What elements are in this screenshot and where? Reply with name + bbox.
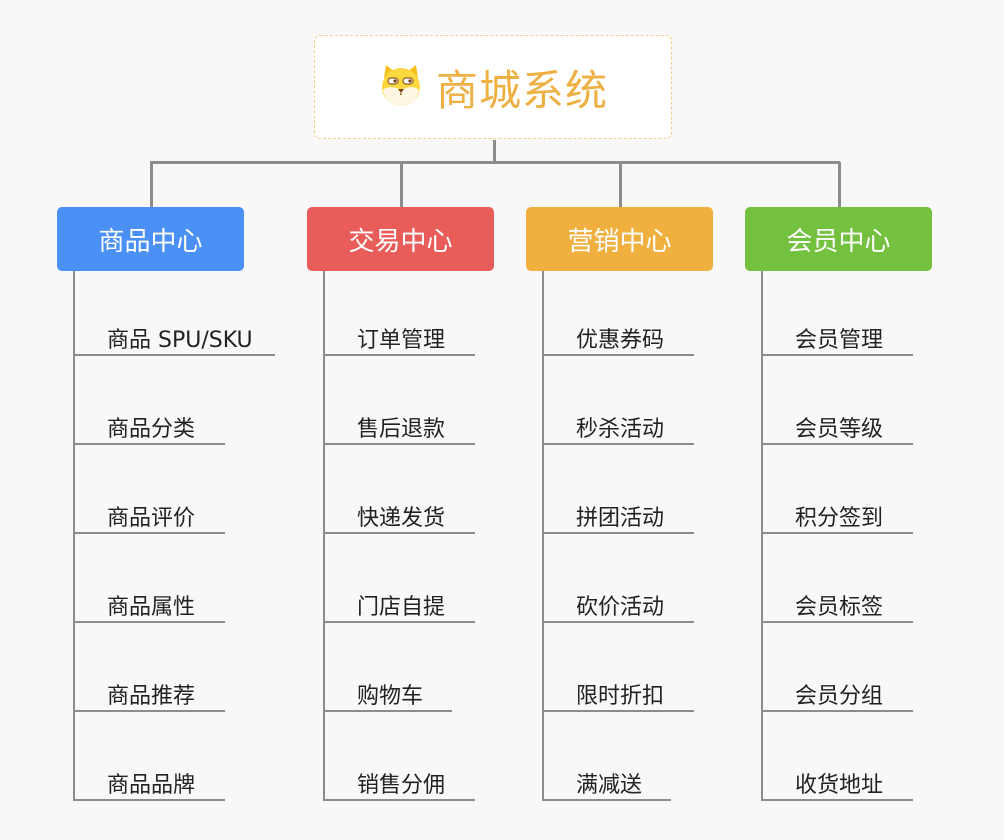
product-center-node: 商品中心 [57, 207, 244, 271]
product-center-item: 商品分类 [107, 417, 196, 442]
marketing-center-item: 砍价活动 [576, 595, 665, 620]
marketing-center-item: 拼团活动 [576, 506, 665, 531]
marketing-center-spine [542, 271, 544, 801]
marketing-center-drop-line [619, 162, 622, 207]
trade-center-node: 交易中心 [307, 207, 494, 271]
marketing-center-item: 秒杀活动 [576, 417, 665, 442]
marketing-center-item-underline [542, 532, 694, 534]
marketing-center-item-underline [542, 443, 694, 445]
trade-center-item: 订单管理 [357, 328, 446, 353]
product-center-item: 商品品牌 [107, 773, 196, 798]
member-center-item-underline [761, 799, 913, 801]
product-center-item-underline [73, 710, 225, 712]
trade-center-item: 销售分佣 [357, 773, 446, 798]
member-center-item: 会员标签 [795, 595, 884, 620]
member-center-item: 会员等级 [795, 417, 884, 442]
marketing-center-item-underline [542, 621, 694, 623]
root-node: 商城系统 [314, 35, 672, 139]
trade-center-item: 售后退款 [357, 417, 446, 442]
marketing-center-item-underline [542, 710, 694, 712]
trade-center-spine [323, 271, 325, 801]
product-center-item: 商品属性 [107, 595, 196, 620]
marketing-center-item-underline [542, 799, 671, 801]
member-center-item: 会员分组 [795, 684, 884, 709]
trade-center-item-underline [323, 532, 475, 534]
root-connector [493, 140, 496, 163]
member-center-drop-line [838, 162, 841, 207]
member-center-item-underline [761, 621, 913, 623]
member-center-item: 积分签到 [795, 506, 884, 531]
marketing-center-item: 优惠券码 [576, 328, 665, 353]
product-center-item-underline [73, 354, 275, 356]
product-center-item: 商品评价 [107, 506, 196, 531]
product-center-item-underline [73, 532, 225, 534]
product-center-item-underline [73, 799, 225, 801]
member-center-item: 收货地址 [795, 773, 884, 798]
marketing-center-item-underline [542, 354, 694, 356]
trade-center-item-underline [323, 443, 475, 445]
member-center-item: 会员管理 [795, 328, 884, 353]
product-center-item-underline [73, 443, 225, 445]
member-center-item-underline [761, 443, 913, 445]
member-center-item-underline [761, 710, 913, 712]
member-center-spine [761, 271, 763, 801]
trade-center-item: 门店自提 [357, 595, 446, 620]
trade-center-drop-line [400, 162, 403, 207]
product-center-item: 商品推荐 [107, 684, 196, 709]
product-center-spine [73, 271, 75, 801]
trade-center-item-underline [323, 621, 475, 623]
trade-center-item: 购物车 [357, 684, 424, 709]
member-center-item-underline [761, 354, 913, 356]
member-center-node: 会员中心 [745, 207, 932, 271]
shiba-dog-icon [378, 62, 424, 112]
product-center-item: 商品 SPU/SKU [107, 328, 253, 353]
member-center-item-underline [761, 532, 913, 534]
trade-center-item-underline [323, 710, 452, 712]
root-title: 商城系统 [435, 65, 608, 115]
marketing-center-node: 营销中心 [526, 207, 713, 271]
product-center-item-underline [73, 621, 225, 623]
trade-center-item: 快递发货 [357, 506, 446, 531]
trade-center-item-underline [323, 799, 475, 801]
marketing-center-item: 满减送 [576, 773, 643, 798]
product-center-drop-line [150, 162, 153, 207]
marketing-center-item: 限时折扣 [576, 684, 665, 709]
trade-center-item-underline [323, 354, 475, 356]
branch-connector [150, 161, 840, 164]
